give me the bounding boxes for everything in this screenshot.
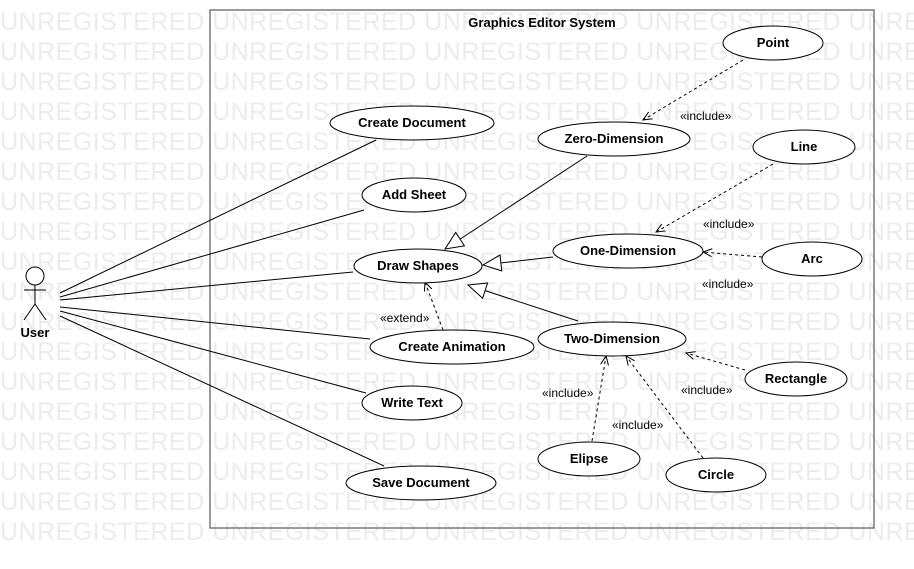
watermark-text: UNREGISTERED UNREGISTERED UNREGISTERED U… [0, 518, 914, 546]
include-zero-to-point [643, 59, 744, 120]
use-case-label: Save Document [372, 475, 470, 490]
include-one-to-line [656, 163, 774, 232]
association-write-text [59, 310, 367, 394]
use-case-line[interactable]: Line [752, 129, 856, 165]
use-case-label: Point [757, 35, 790, 50]
use-case-label: Create Animation [398, 339, 505, 354]
use-case-label: Elipse [570, 451, 608, 466]
actor-user[interactable]: User [21, 266, 50, 340]
stereotype-labels: «extend» «include» «include» «include» «… [380, 109, 755, 432]
stereotype-include-arc: «include» [702, 277, 754, 291]
use-case-label: Add Sheet [382, 187, 447, 202]
association-create-document [59, 139, 377, 294]
actor-right-leg [34, 303, 47, 321]
use-case-shape [345, 465, 497, 501]
use-case-label: Write Text [381, 395, 443, 410]
use-case-add-sheet[interactable]: Add Sheet [361, 177, 467, 213]
use-case-label: Rectangle [765, 371, 827, 386]
use-case-shape [537, 321, 687, 357]
use-case-shape [722, 25, 824, 61]
association-create-animation [59, 306, 371, 340]
use-case-label: Circle [698, 467, 734, 482]
generalization-zero-to-draw [445, 155, 588, 249]
generalization-two-to-draw [468, 285, 579, 322]
watermark-text: UNREGISTERED UNREGISTERED UNREGISTERED U… [0, 68, 914, 96]
include-two-to-circle [626, 356, 704, 459]
use-case-one-dimension[interactable]: One-Dimension [552, 233, 704, 269]
use-case-draw-shapes[interactable]: Draw Shapes [353, 248, 483, 284]
stereotype-include-line: «include» [703, 217, 755, 231]
use-case-arc[interactable]: Arc [761, 241, 863, 277]
use-case-shape [537, 121, 691, 157]
stereotype-include-point: «include» [680, 109, 732, 123]
use-case-create-animation[interactable]: Create Animation [369, 329, 535, 365]
use-case-label: Create Document [358, 115, 466, 130]
stereotype-include-circle: «include» [612, 418, 664, 432]
use-case-label: Line [791, 139, 818, 154]
actor-left-leg [23, 303, 36, 321]
use-case-shape [752, 129, 856, 165]
include-two-to-rectangle [686, 353, 746, 371]
watermark-text: UNREGISTERED UNREGISTERED UNREGISTERED U… [0, 428, 914, 456]
use-case-shape [329, 105, 495, 141]
use-case-label: One-Dimension [580, 243, 676, 258]
use-case-shape [537, 441, 641, 477]
dependencies [425, 59, 774, 459]
watermark-text: UNREGISTERED UNREGISTERED UNREGISTERED U… [0, 158, 914, 186]
use-case-label: Zero-Dimension [565, 131, 664, 146]
generalization-one-to-draw [483, 257, 554, 265]
use-case-two-dimension[interactable]: Two-Dimension [537, 321, 687, 357]
use-case-elipse[interactable]: Elipse [537, 441, 641, 477]
use-case-shape [744, 361, 848, 397]
watermark-text: UNREGISTERED UNREGISTERED UNREGISTERED U… [0, 278, 914, 306]
use-case-shape [361, 385, 463, 421]
use-case-label: Two-Dimension [564, 331, 660, 346]
actor-label: User [21, 325, 50, 340]
use-case-shape [353, 248, 483, 284]
include-one-to-arc [703, 252, 763, 258]
use-case-circle[interactable]: Circle [665, 457, 767, 493]
system-boundary [209, 9, 875, 529]
system-title: Graphics Editor System [468, 15, 615, 30]
use-case-shape [361, 177, 467, 213]
association-save-document [59, 315, 385, 467]
association-draw-shapes [59, 271, 354, 301]
use-case-rectangle[interactable]: Rectangle [744, 361, 848, 397]
associations [59, 139, 385, 467]
include-two-to-elipse [591, 356, 606, 442]
use-case-write-text[interactable]: Write Text [361, 385, 463, 421]
generalizations [445, 155, 588, 322]
stereotype-include-rectangle: «include» [681, 383, 733, 397]
stereotype-include-elipse: «include» [542, 386, 594, 400]
use-case-shape [552, 233, 704, 269]
stereotype-extend: «extend» [380, 311, 430, 325]
use-case-shape [761, 241, 863, 277]
use-case-zero-dimension[interactable]: Zero-Dimension [537, 121, 691, 157]
use-case-shape [369, 329, 535, 365]
association-add-sheet [59, 209, 365, 298]
actor-head [25, 266, 45, 286]
use-case-label: Draw Shapes [377, 258, 459, 273]
use-case-point[interactable]: Point [722, 25, 824, 61]
use-case-save-document[interactable]: Save Document [345, 465, 497, 501]
use-case-shape [665, 457, 767, 493]
extend-animation-to-draw [425, 282, 444, 331]
use-case-label: Arc [801, 251, 823, 266]
use-case-create-document[interactable]: Create Document [329, 105, 495, 141]
